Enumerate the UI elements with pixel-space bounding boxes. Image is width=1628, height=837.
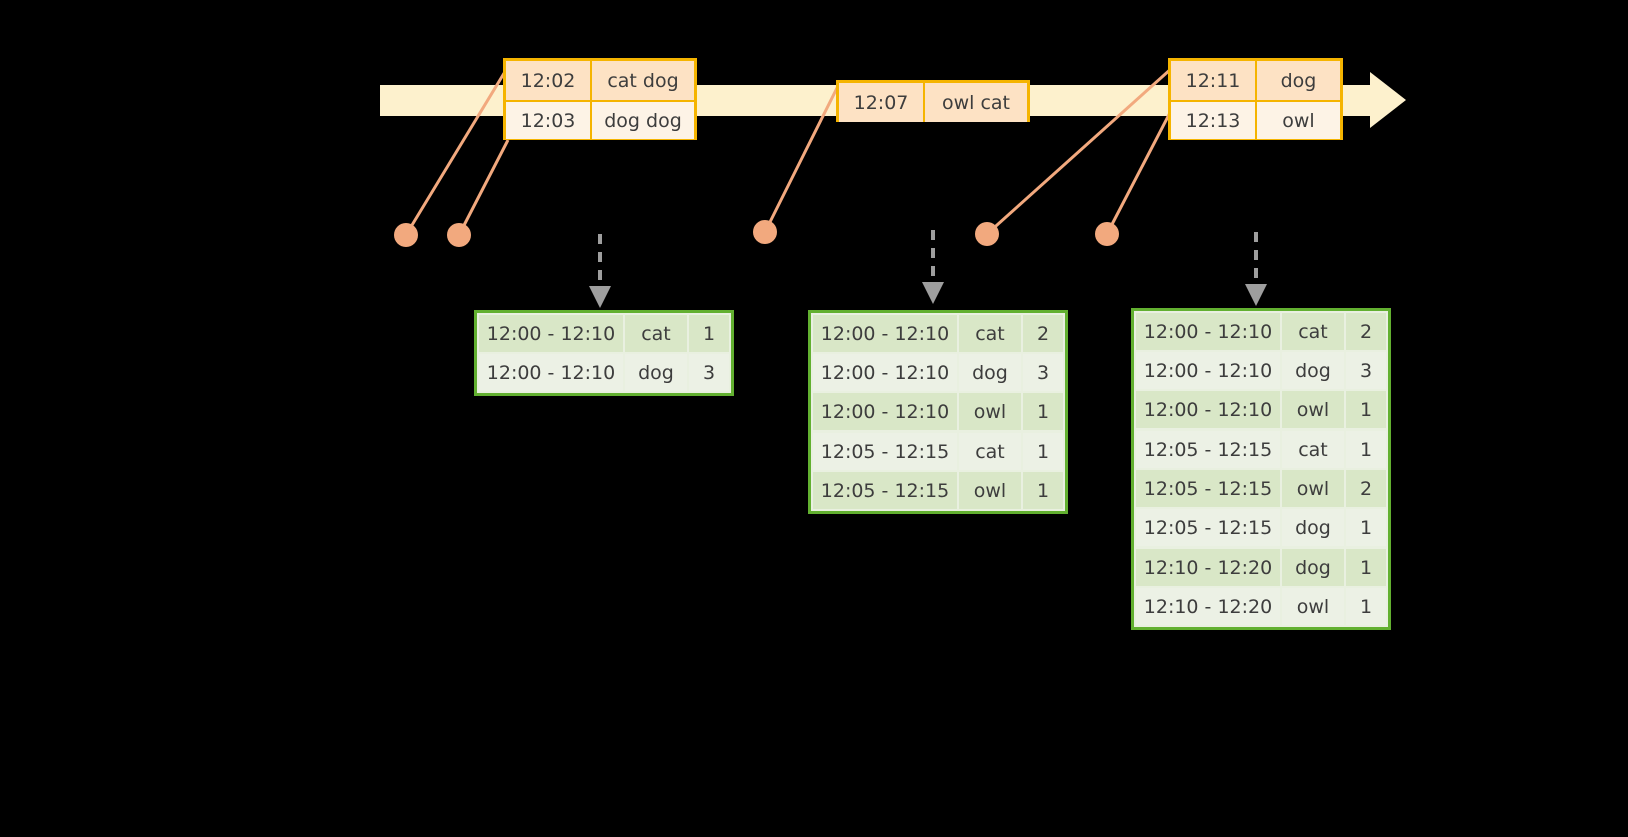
- cell-count: 3: [1023, 354, 1063, 391]
- cell-key: cat: [625, 315, 687, 352]
- cell-window: 12:05 - 12:15: [1136, 470, 1280, 507]
- cell-count: 3: [1346, 352, 1386, 389]
- event-row: 12:13 owl: [1171, 100, 1340, 139]
- event-time: 12:03: [506, 102, 592, 139]
- cell-window: 12:00 - 12:10: [813, 315, 957, 352]
- cell-count: 1: [1346, 549, 1386, 586]
- cell-key: owl: [1282, 470, 1344, 507]
- cell-count: 2: [1023, 315, 1063, 352]
- cell-key: dog: [959, 354, 1021, 391]
- cell-key: dog: [625, 354, 687, 391]
- event-marker-1202: [394, 223, 418, 247]
- cell-window: 12:00 - 12:10: [813, 354, 957, 391]
- event-marker-1207: [753, 220, 777, 244]
- cell-count: 1: [1346, 588, 1386, 625]
- cell-key: owl: [1282, 588, 1344, 625]
- cell-window: 12:00 - 12:10: [479, 354, 623, 391]
- cell-window: 12:00 - 12:10: [1136, 352, 1280, 389]
- event-marker-1203: [447, 223, 471, 247]
- cell-key: cat: [959, 315, 1021, 352]
- cell-key: dog: [1282, 352, 1344, 389]
- event-marker-1213: [1095, 222, 1119, 246]
- cell-key: owl: [1282, 391, 1344, 428]
- emit-arrow-2-icon: [922, 230, 944, 304]
- event-row: 12:02 cat dog: [506, 61, 694, 100]
- cell-window: 12:05 - 12:15: [1136, 431, 1280, 468]
- emit-arrow-3-icon: [1245, 232, 1267, 306]
- event-time: 12:02: [506, 61, 592, 100]
- cell-window: 12:10 - 12:20: [1136, 588, 1280, 625]
- cell-window: 12:00 - 12:10: [1136, 391, 1280, 428]
- cell-window: 12:05 - 12:15: [813, 472, 957, 509]
- cell-key: owl: [959, 472, 1021, 509]
- event-value: owl: [1257, 102, 1340, 139]
- cell-count: 2: [1346, 313, 1386, 350]
- cell-key: owl: [959, 393, 1021, 430]
- event-time: 12:13: [1171, 102, 1257, 139]
- cell-window: 12:05 - 12:15: [813, 433, 957, 470]
- cell-count: 2: [1346, 470, 1386, 507]
- event-value: dog: [1257, 61, 1340, 100]
- cell-window: 12:10 - 12:20: [1136, 549, 1280, 586]
- emit-arrow-1-icon: [589, 234, 611, 308]
- cell-window: 12:00 - 12:10: [813, 393, 957, 430]
- event-row: 12:03 dog dog: [506, 100, 694, 139]
- cell-key: cat: [959, 433, 1021, 470]
- cell-count: 1: [1346, 431, 1386, 468]
- event-time: 12:07: [839, 83, 925, 122]
- cell-window: 12:00 - 12:10: [1136, 313, 1280, 350]
- cell-window: 12:00 - 12:10: [479, 315, 623, 352]
- cell-count: 1: [1023, 393, 1063, 430]
- cell-count: 1: [689, 315, 729, 352]
- event-value: dog dog: [592, 102, 694, 139]
- event-time: 12:11: [1171, 61, 1257, 100]
- cell-count: 1: [1023, 433, 1063, 470]
- cell-window: 12:05 - 12:15: [1136, 509, 1280, 546]
- cell-key: cat: [1282, 431, 1344, 468]
- event-box-3: 12:11 dog 12:13 owl: [1168, 58, 1343, 140]
- cell-key: dog: [1282, 509, 1344, 546]
- cell-key: dog: [1282, 549, 1344, 586]
- event-box-1: 12:02 cat dog 12:03 dog dog: [503, 58, 697, 140]
- event-value: owl cat: [925, 83, 1027, 122]
- timeline-arrowhead-icon: [1370, 72, 1406, 128]
- event-value: cat dog: [592, 61, 694, 100]
- cell-count: 1: [1346, 509, 1386, 546]
- cell-key: cat: [1282, 313, 1344, 350]
- event-row: 12:07 owl cat: [839, 83, 1027, 122]
- cell-count: 1: [1023, 472, 1063, 509]
- event-box-2: 12:07 owl cat: [836, 80, 1030, 122]
- event-marker-1211: [975, 222, 999, 246]
- cell-count: 1: [1346, 391, 1386, 428]
- cell-count: 3: [689, 354, 729, 391]
- event-row: 12:11 dog: [1171, 61, 1340, 100]
